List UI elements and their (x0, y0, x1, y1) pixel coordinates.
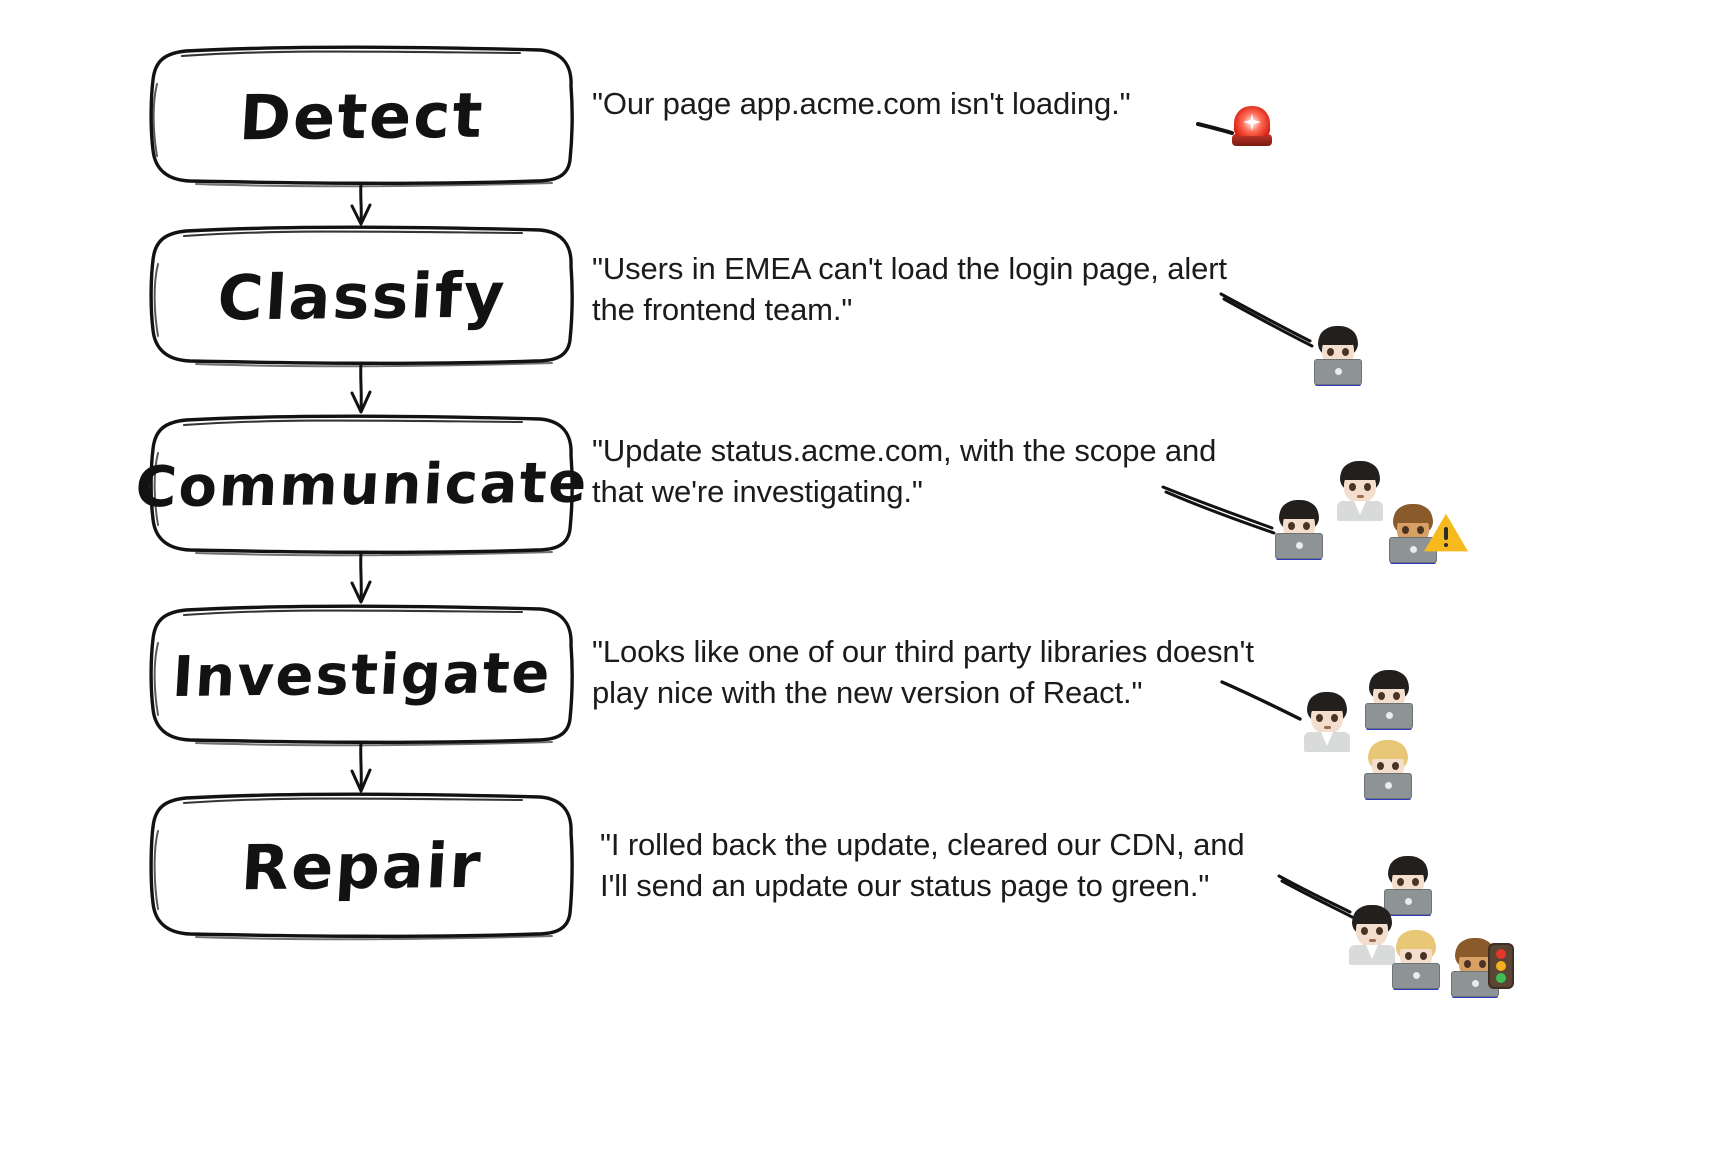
eye-left (1397, 878, 1404, 886)
stage-label-detect: Detect (149, 49, 575, 183)
siren-base (1232, 134, 1272, 146)
mouth (1324, 726, 1331, 729)
fringe (1353, 907, 1391, 924)
fringe (1341, 463, 1379, 480)
blonde-woman-technologist-icon (1389, 930, 1443, 990)
eye-left (1361, 927, 1368, 935)
warning-sign-icon (1424, 513, 1468, 553)
police-car-light-icon (1232, 104, 1272, 148)
eye-right (1303, 522, 1310, 530)
woman-technologist-icon (1381, 856, 1435, 916)
flow-arrow-classify-communicate (350, 362, 372, 414)
eye-right (1417, 526, 1424, 534)
quote-detect: "Our page app.acme.com isn't loading." (592, 86, 1131, 121)
eye-left (1464, 960, 1471, 968)
eye-right (1393, 692, 1400, 700)
laptop (1365, 703, 1413, 729)
eye-left (1316, 714, 1323, 722)
eye-left (1378, 692, 1385, 700)
quote-investigate: "Looks like one of our third party libra… (592, 634, 1254, 710)
office-worker-icon (1345, 905, 1399, 965)
traffic-red-lamp (1496, 949, 1506, 959)
fringe (1456, 940, 1494, 957)
eye-right (1420, 952, 1427, 960)
vertical-traffic-light-icon (1488, 943, 1514, 989)
stage-label-investigate-text: Investigate (170, 640, 554, 710)
stage-label-communicate: Communicate (134, 418, 591, 552)
office-worker-icon (1300, 692, 1354, 752)
eye-right (1342, 348, 1349, 356)
eye-right (1364, 483, 1371, 491)
flow-arrow-detect-classify (350, 182, 372, 226)
fringe (1370, 672, 1408, 689)
quote-communicate: "Update status.acme.com, with the scope … (592, 433, 1217, 509)
fringe (1394, 506, 1432, 523)
laptop (1384, 889, 1432, 915)
stage-label-repair: Repair (149, 796, 575, 936)
eye-left (1405, 952, 1412, 960)
mouth (1357, 495, 1364, 498)
leader-line-detect (1196, 122, 1234, 135)
quote-classify: "Users in EMEA can't load the login page… (592, 251, 1227, 327)
traffic-amber-lamp (1496, 961, 1506, 971)
stage-label-detect-text: Detect (237, 78, 487, 154)
eye-left (1349, 483, 1356, 491)
flow-arrow-communicate-investigate (350, 551, 372, 604)
eye-right (1376, 927, 1383, 935)
stage-label-communicate-text: Communicate (133, 450, 591, 520)
eye-right (1331, 714, 1338, 722)
eye-left (1327, 348, 1334, 356)
eye-right (1412, 878, 1419, 886)
woman-technologist-icon (1362, 670, 1416, 730)
stage-label-classify: Classify (149, 229, 575, 363)
eye-left (1402, 526, 1409, 534)
laptop (1364, 773, 1412, 799)
fringe (1389, 858, 1427, 875)
laptop (1275, 533, 1323, 559)
warning-bar (1444, 527, 1448, 540)
fringe (1280, 502, 1318, 519)
woman-technologist-icon (1272, 500, 1326, 560)
man-technologist-icon (1386, 504, 1440, 564)
flow-arrow-investigate-repair (350, 741, 372, 793)
stage-label-classify-text: Classify (215, 257, 509, 335)
eye-left (1377, 762, 1384, 770)
woman-technologist-icon (1311, 326, 1365, 386)
warning-dot (1444, 543, 1448, 547)
stage-label-repair-text: Repair (239, 828, 485, 904)
laptop (1314, 359, 1362, 385)
office-worker-icon (1333, 461, 1387, 521)
fringe (1308, 694, 1346, 711)
quote-repair: "I rolled back the update, cleared our C… (600, 827, 1245, 903)
fringe (1319, 328, 1357, 345)
blonde-woman-technologist-icon (1361, 740, 1415, 800)
traffic-green-lamp (1496, 973, 1506, 983)
stage-label-investigate: Investigate (149, 608, 575, 742)
mouth (1369, 939, 1376, 942)
fringe (1369, 742, 1407, 759)
eye-right (1479, 960, 1486, 968)
eye-left (1288, 522, 1295, 530)
eye-right (1392, 762, 1399, 770)
fringe (1397, 932, 1435, 949)
laptop (1392, 963, 1440, 989)
